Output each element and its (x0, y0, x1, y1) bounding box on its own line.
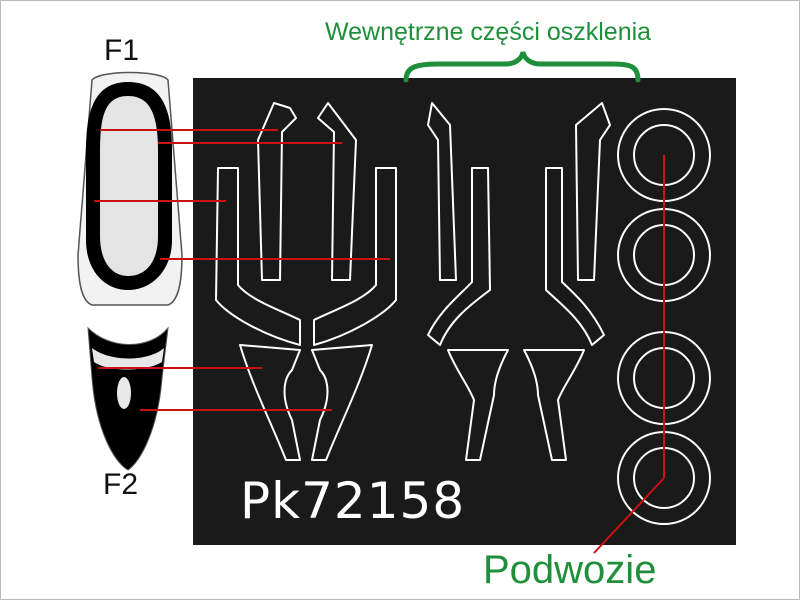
mask-part-7 (427, 102, 457, 281)
leader-line-gear-2 (593, 477, 665, 554)
canopy-rear-icon (87, 326, 169, 471)
mask-part-2 (317, 102, 357, 281)
mask-part-12 (523, 349, 585, 461)
canopy-front-icon (77, 71, 183, 306)
mask-part-8 (575, 102, 611, 281)
mask-part-6 (311, 344, 373, 461)
mask-part-9 (427, 167, 491, 346)
mask-part-10 (545, 167, 605, 346)
product-code: Pk72158 (240, 472, 466, 530)
mask-part-4 (313, 167, 397, 346)
mask-part-5 (239, 344, 301, 461)
curly-brace-icon (403, 51, 641, 83)
label-f1: F1 (104, 34, 140, 67)
mask-part-11 (447, 349, 509, 461)
label-landing-gear: Podwozie (483, 548, 657, 592)
mask-part-1 (257, 102, 297, 281)
label-f2: F2 (103, 468, 139, 501)
leader-lines (94, 129, 665, 554)
label-inner-glazing: Wewnętrzne części oszklenia (325, 18, 652, 46)
mask-part-3 (215, 167, 301, 346)
